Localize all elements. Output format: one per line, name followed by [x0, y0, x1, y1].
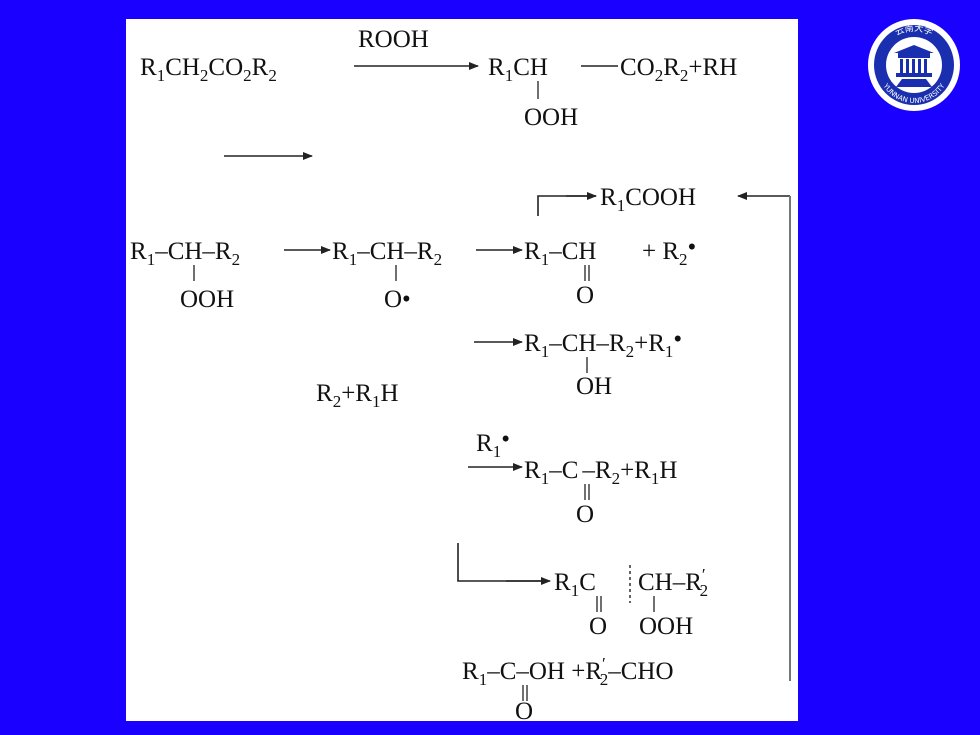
keto-ooh: OOH — [639, 613, 693, 640]
final-oxo: O — [515, 698, 533, 721]
alcohol-oh: OH — [576, 373, 612, 400]
chain-b-oradical: O• — [384, 286, 411, 313]
final-products: R1–C–OH +R′2–CHO — [462, 654, 674, 689]
hydroperoxide-part: CH–R′2 — [638, 565, 708, 600]
reaction-panel: R1CH2CO2R2 ROOH R1CH CO2R2+RH OOH R1COOH — [126, 19, 798, 721]
product-hydroperoxide-left: R1CH — [488, 54, 548, 85]
ketone-product: R1–C–R2+R1H — [524, 457, 677, 488]
keto-part: R1C — [554, 569, 596, 600]
bracket-acid — [537, 195, 596, 216]
aldehyde-product: R1–CH — [524, 238, 596, 269]
alcohol-product: R1–CH–R2+R1• — [524, 326, 682, 361]
hydroperoxide-intermediate: R1–CH–R2 — [130, 238, 240, 269]
ketone-reagent: R1• — [476, 426, 510, 461]
chain-c-oxo: O — [576, 282, 594, 309]
logo-building-icon — [894, 45, 934, 87]
university-logo: 云南大学 YUNNAN UNIVERSITY — [868, 19, 960, 111]
substituent-ooh: OOH — [524, 104, 578, 131]
keto-oxo: O — [589, 613, 607, 640]
reagent-rooh: ROOH — [358, 26, 429, 53]
reactant-ester: R1CH2CO2R2 — [140, 54, 277, 85]
r2-radical: + R2• — [642, 234, 696, 269]
side-product: R2+R1H — [316, 380, 399, 411]
product-hydroperoxide-right: CO2R2+RH — [620, 54, 737, 85]
acid-product: R1COOH — [600, 184, 696, 215]
alkoxy-radical: R1–CH–R2 — [332, 238, 442, 269]
bracket-hydroperoxide — [457, 543, 546, 582]
chain-a-ooh: OOH — [180, 286, 234, 313]
reaction-scheme: R1CH2CO2R2 ROOH R1CH CO2R2+RH OOH R1COOH — [130, 26, 791, 721]
ketone-oxo: O — [576, 501, 594, 528]
